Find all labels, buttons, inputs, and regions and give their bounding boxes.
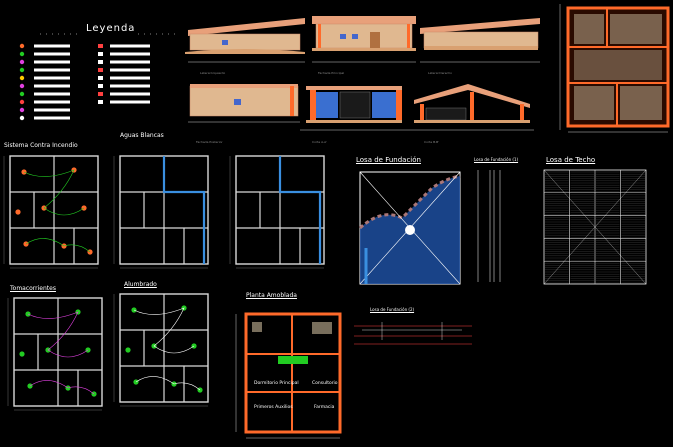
- legend-panel: Leyenda: [10, 20, 180, 132]
- plan-fire-system: [3, 155, 99, 269]
- room-dorm-principal: Dormitorio Principal: [254, 381, 299, 386]
- legend-symbols: [19, 43, 150, 121]
- label-rear-facade: Fachada Posterior: [196, 140, 223, 144]
- plan-drinking-water-2: [229, 155, 325, 269]
- title-furnished-plan: Planta Amoblada: [246, 292, 297, 299]
- label-section-aa: Corte A-A': [312, 140, 328, 144]
- elevation-rear-facade: [188, 84, 300, 123]
- elevation-main-facade: [312, 16, 416, 63]
- legend-frame: [40, 33, 178, 35]
- plan-lighting: [113, 293, 209, 407]
- elevation-lateral-left: [185, 18, 305, 63]
- label-lateral-left: Lateral Izquierdo: [200, 71, 226, 75]
- room-primeros-auxilios: Primeros Auxilios: [254, 405, 293, 410]
- elevation-lateral-right: [420, 18, 540, 63]
- title-lighting: Alumbrado: [124, 281, 157, 288]
- foundation-slab-2-section: [354, 322, 472, 345]
- legend-title: Leyenda: [86, 23, 136, 34]
- title-foundation-slab: Losa de Fundación: [356, 156, 421, 164]
- top-right-plan: [559, 4, 670, 133]
- section-bb: [410, 84, 534, 131]
- title-drinking-water: Aguas Blancas: [120, 132, 164, 139]
- room-consultorio: Consultorio: [312, 381, 338, 386]
- section-aa: [300, 86, 410, 131]
- label-section-bb: Corte B-B': [424, 140, 440, 144]
- roof-slab-drawing: [543, 169, 647, 285]
- title-foundation-slab-2: Losa de Fundación (2): [370, 307, 415, 312]
- label-lateral-right: Lateral Derecho: [428, 71, 452, 75]
- label-main-facade: Fachada Principal: [318, 71, 345, 75]
- title-outlets: Tomacorrientes: [10, 285, 56, 292]
- plan-drinking-water: [113, 155, 209, 269]
- plan-outlets: [7, 297, 103, 411]
- foundation-slab-1-section: [477, 170, 501, 282]
- room-farmacia: Farmacia: [314, 405, 335, 410]
- elevations-drawings: [185, 4, 670, 133]
- title-fire-system: Sistema Contra Incendio: [4, 142, 78, 149]
- title-roof-slab: Losa de Techo: [546, 156, 596, 164]
- title-foundation-slab-1: Losa de Fundación (1): [474, 157, 519, 162]
- foundation-slab-drawing: [358, 171, 461, 285]
- plan-furnished: [235, 312, 342, 439]
